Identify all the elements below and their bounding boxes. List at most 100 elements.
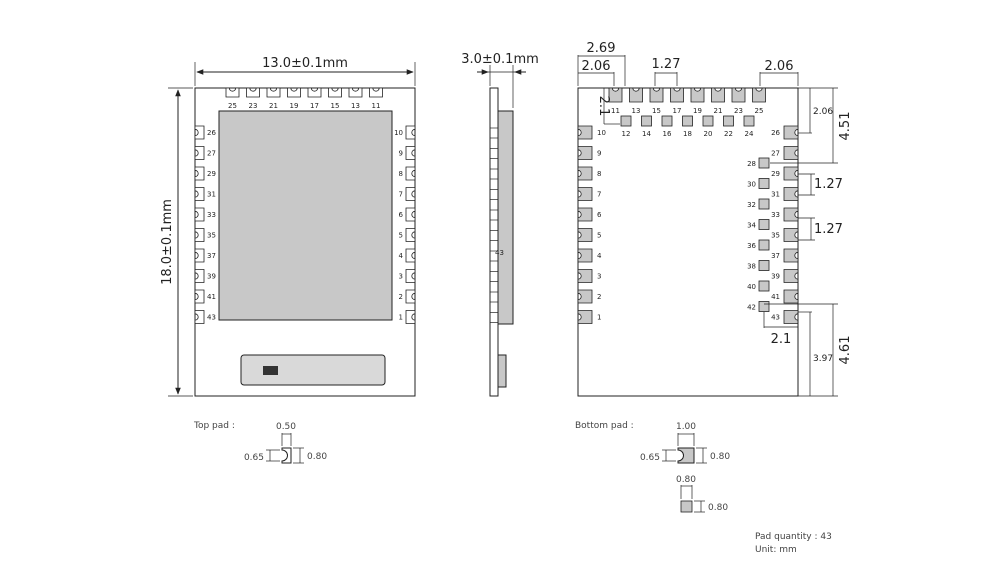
pin-number: 27 xyxy=(207,150,216,158)
pin-number: 6 xyxy=(399,211,404,219)
square-pad xyxy=(758,157,770,169)
pin-number: 17 xyxy=(673,107,682,115)
pin-number: 29 xyxy=(771,170,780,178)
antenna-area xyxy=(240,354,386,386)
pin-number: 43 xyxy=(771,314,780,322)
pad-quantity: Pad quantity : 43 xyxy=(755,532,832,542)
pin-number: 3 xyxy=(597,273,601,281)
castellated-pad xyxy=(577,146,593,160)
top-pad-label: Top pad : xyxy=(193,421,235,431)
width-dimension-label: 13.0±0.1mm xyxy=(262,56,348,71)
pin-number: 10 xyxy=(597,129,606,137)
pin-number: 4 xyxy=(597,252,602,260)
pad-legend: Top pad : 0.50 0.65 0.80 Bottom pad : 1.… xyxy=(193,421,832,555)
square-pad xyxy=(723,115,734,127)
castellated-pad xyxy=(194,166,205,181)
dim-2-06-side: 2.06 xyxy=(813,107,833,117)
shield-can xyxy=(218,110,393,321)
pin-number: 1 xyxy=(399,314,403,322)
castellated-pad xyxy=(649,87,664,103)
square-pad xyxy=(758,260,770,271)
dim-2-1-bottom: 2.1 xyxy=(771,332,792,347)
top-pad-height-left: 0.65 xyxy=(244,453,264,463)
pin-number: 39 xyxy=(771,273,780,281)
pin-number: 16 xyxy=(663,130,672,138)
castellated-pad xyxy=(783,207,799,222)
castellated-pad xyxy=(577,166,593,181)
castellated-pad xyxy=(783,146,799,160)
bottom-pad-sample xyxy=(677,447,695,464)
pin-number: 15 xyxy=(652,107,661,115)
castellated-pad xyxy=(731,87,746,103)
pcb-edge xyxy=(489,87,499,397)
pin-number: 11 xyxy=(611,107,620,115)
pin-number: 30 xyxy=(747,181,756,189)
pin-number: 35 xyxy=(771,232,780,240)
pin-number: 36 xyxy=(747,242,756,250)
square-pad xyxy=(661,115,673,127)
dim-1-27-top: 1.27 xyxy=(652,57,681,72)
pin-number: 41 xyxy=(771,293,780,301)
square-pad xyxy=(758,178,770,189)
square-pad xyxy=(758,198,770,210)
castellated-pad xyxy=(348,87,363,98)
module-outline xyxy=(194,87,416,397)
pin-number: 6 xyxy=(597,211,602,219)
castellated-pad xyxy=(670,87,684,103)
pin-number: 27 xyxy=(771,150,780,158)
castellated-pad xyxy=(405,310,416,324)
pin-number: 29 xyxy=(207,170,216,178)
square-pad xyxy=(758,219,770,230)
castellated-pad xyxy=(405,269,416,283)
castellated-pad xyxy=(307,87,322,98)
side-pin-label: 43 xyxy=(495,249,504,257)
castellated-pad xyxy=(194,248,205,263)
bottom-outline xyxy=(577,87,799,397)
castellated-pad xyxy=(405,248,416,263)
castellated-pad xyxy=(783,228,799,242)
castellated-pad xyxy=(577,187,593,201)
side-view: 43 3.0±0.1mm xyxy=(461,52,539,397)
top-pad-width: 0.50 xyxy=(276,422,296,432)
pin-number: 21 xyxy=(269,102,278,110)
dim-2-1-top: 2.1 xyxy=(596,96,611,117)
square-pad-height: 0.80 xyxy=(708,503,728,513)
square-pad-sample xyxy=(680,500,693,513)
castellated-pad xyxy=(246,87,260,98)
side-pad-ticks xyxy=(490,127,498,323)
pin-number: 19 xyxy=(693,107,702,115)
pin-number: 2 xyxy=(597,293,601,301)
square-pad xyxy=(758,280,770,292)
pin-number: 23 xyxy=(249,102,258,110)
castellated-pad xyxy=(711,87,725,103)
pin-number: 32 xyxy=(747,201,756,209)
bottom-pad-height-left: 0.65 xyxy=(640,453,660,463)
dim-2-69: 2.69 xyxy=(587,41,616,56)
castellated-pad xyxy=(577,248,593,263)
dim-2-06-right: 2.06 xyxy=(765,59,794,74)
top-pad-sample xyxy=(281,447,292,464)
pin-number: 23 xyxy=(734,107,743,115)
dim-2-06-left: 2.06 xyxy=(582,59,611,74)
castellated-pad xyxy=(194,310,205,324)
pin-number: 24 xyxy=(745,130,754,138)
dim-4-51: 4.51 xyxy=(838,112,853,141)
castellated-pad xyxy=(194,187,205,201)
pin-number: 31 xyxy=(207,191,216,199)
pin-number: 38 xyxy=(747,263,756,271)
pin-number: 2 xyxy=(399,293,403,301)
pin-number: 37 xyxy=(207,252,216,260)
dim-1-27-b: 1.27 xyxy=(814,222,843,237)
castellated-pad xyxy=(287,87,301,98)
square-pad xyxy=(620,115,632,127)
pin-number: 8 xyxy=(399,170,403,178)
square-pad xyxy=(743,115,755,127)
